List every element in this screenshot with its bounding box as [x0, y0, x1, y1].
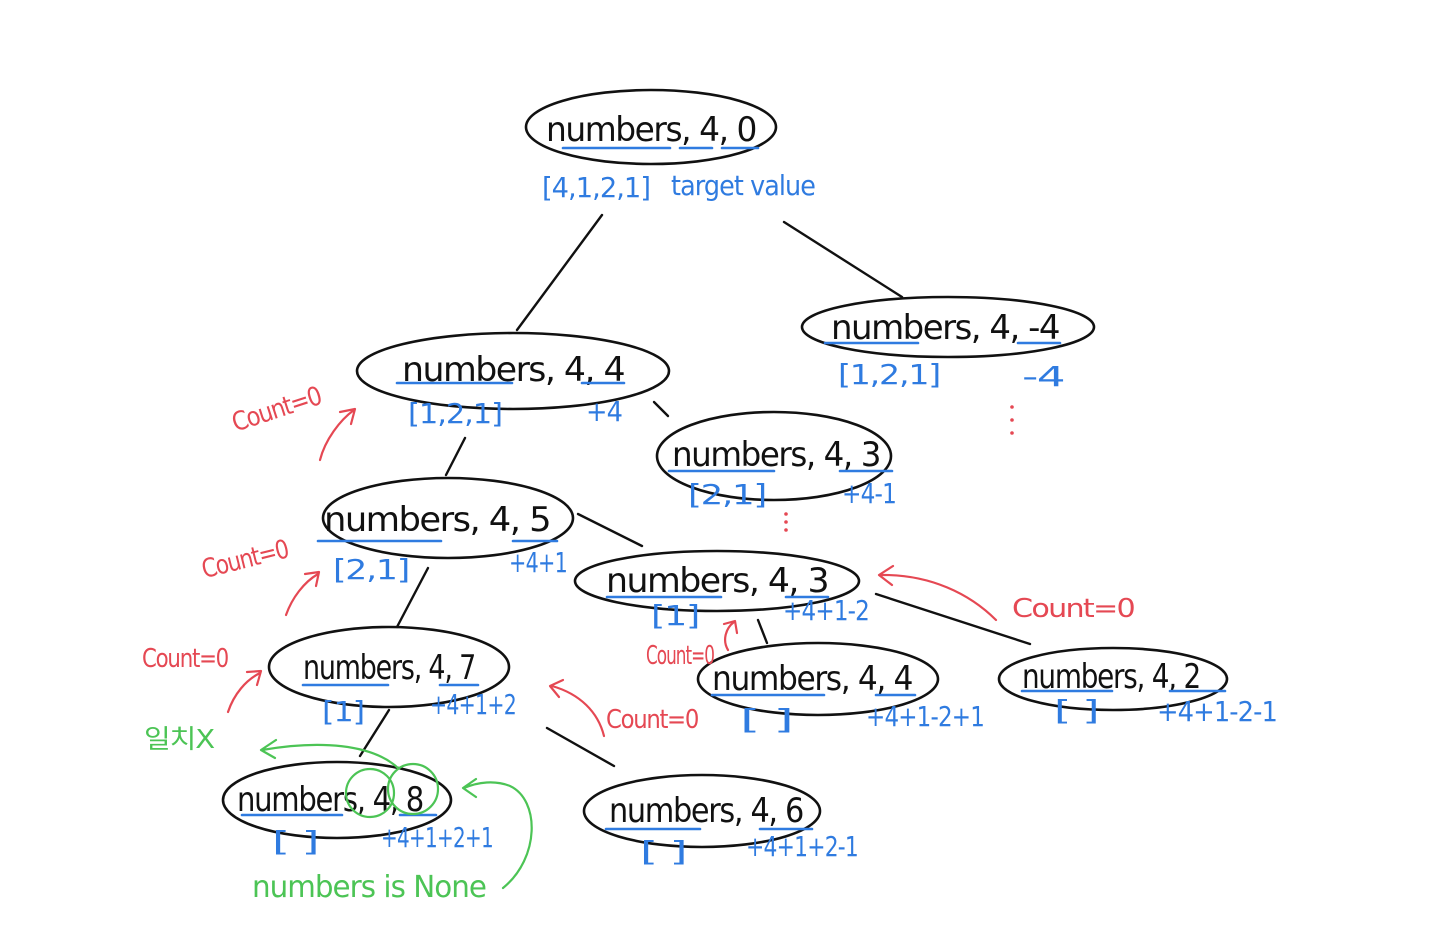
- count-label-n4: Count=0: [199, 535, 292, 585]
- node-n5-ellipse: [573, 549, 861, 613]
- edge-n5-n7: [756, 618, 769, 645]
- node-n4-list: [2,1]: [333, 553, 409, 586]
- node-n6-ellipse: [267, 625, 511, 709]
- edge-root-n2: [782, 220, 904, 299]
- count-annotations: Count=0 Count=0 Count=0 Count=0 Count=0 …: [142, 381, 1136, 738]
- match-circle-value: [386, 762, 440, 816]
- node-n8-ellipse: [997, 646, 1229, 712]
- node-n2-label: numbers, 4, -4: [831, 308, 1059, 348]
- edge-n1-n3: [652, 400, 670, 418]
- edge-n4-n6: [395, 566, 430, 629]
- count-label-n6: Count=0: [142, 644, 228, 674]
- node-n10-list: [ ]: [640, 835, 686, 868]
- node-n2-list: [1,2,1]: [838, 358, 940, 391]
- node-n3-sum: +4-1: [842, 477, 896, 510]
- tree-edges: [358, 213, 1032, 768]
- node-root-label: numbers, 4, 0: [546, 110, 756, 150]
- count-label-n1: Count=0: [228, 381, 325, 438]
- node-n2-sum: -4: [1022, 360, 1064, 393]
- node-root-annotation: target value: [671, 169, 815, 202]
- edge-n6-n9: [358, 708, 391, 758]
- node-n4-ellipse: [321, 476, 575, 560]
- node-n3-list: [2,1]: [688, 478, 766, 511]
- none-arrow: [461, 777, 533, 890]
- edge-n1-n4: [444, 436, 467, 477]
- node-n9-ellipse: [221, 760, 453, 840]
- node-ellipses: [221, 88, 1229, 849]
- node-n9-sum: +4+1+2+1: [381, 821, 493, 854]
- green-annotations: 일치X numbers is None: [144, 725, 533, 905]
- node-n1-sum: +4: [586, 395, 622, 428]
- node-n7-label: numbers, 4, 4: [712, 659, 912, 699]
- node-n1-list: [1,2,1]: [408, 397, 502, 430]
- node-n10-sum: +4+1+2-1: [746, 830, 858, 863]
- node-n3-ellipse: [655, 410, 893, 502]
- count-label-n5: Count=0: [1012, 594, 1134, 624]
- none-label: numbers is None: [252, 870, 486, 905]
- blue-underlines: [240, 146, 1227, 831]
- match-circle-target: [344, 767, 396, 819]
- node-n7-ellipse: [696, 641, 940, 717]
- node-n1-ellipse: [355, 331, 671, 411]
- ellipsis-markers: [784, 405, 1014, 532]
- node-root-list: [4,1,2,1]: [542, 171, 650, 204]
- node-root-ellipse: [524, 88, 778, 166]
- count-arrow-n6: [226, 669, 263, 714]
- node-n2-ellipse: [800, 295, 1096, 359]
- node-n5-list: [1]: [651, 599, 699, 632]
- count-arrow-n5: [877, 564, 998, 622]
- node-n5-sum: +4+1-2: [783, 594, 869, 627]
- edge-n4-n5: [576, 512, 644, 548]
- ellipsis-n2-continues: [1010, 405, 1014, 435]
- edge-n5-n8: [874, 592, 1032, 646]
- count-arrow-n1: [318, 407, 357, 462]
- node-n7-list: [ ]: [740, 703, 792, 736]
- count-arrow-n10: [548, 678, 606, 738]
- node-n3-label: numbers, 4, 3: [672, 435, 880, 475]
- node-n6-label: numbers, 4, 7: [303, 648, 475, 688]
- node-n6-sum: +4+1+2: [430, 688, 516, 721]
- node-n10-label: numbers, 4, 6: [609, 791, 803, 831]
- count-arrow-n4: [284, 570, 321, 617]
- node-n10-ellipse: [582, 773, 822, 849]
- edge-root-n1: [515, 213, 604, 332]
- blue-annotations: [4,1,2,1] target value [1,2,1] +4 [1,2,1…: [272, 169, 1278, 868]
- node-n5-label: numbers, 4, 3: [606, 561, 828, 601]
- node-n8-sum: +4+1-2-1: [1157, 695, 1277, 728]
- node-n6-list: [1]: [322, 695, 364, 728]
- node-n4-sum: +4+1: [509, 546, 567, 579]
- node-n8-list: [ ]: [1054, 694, 1098, 727]
- node-n9-list: [ ]: [272, 825, 318, 858]
- count-arrow-n7: [722, 619, 739, 652]
- count-label-n10: Count=0: [606, 705, 698, 735]
- node-n7-sum: +4+1-2+1: [866, 700, 984, 733]
- match-arrow: [259, 738, 400, 770]
- edge-n6-n10: [545, 726, 616, 768]
- match-label: 일치X: [144, 725, 214, 755]
- node-n4-label: numbers, 4, 5: [324, 500, 550, 540]
- count-label-n7: Count=0: [646, 641, 714, 671]
- ellipsis-n3-continues: [784, 512, 788, 532]
